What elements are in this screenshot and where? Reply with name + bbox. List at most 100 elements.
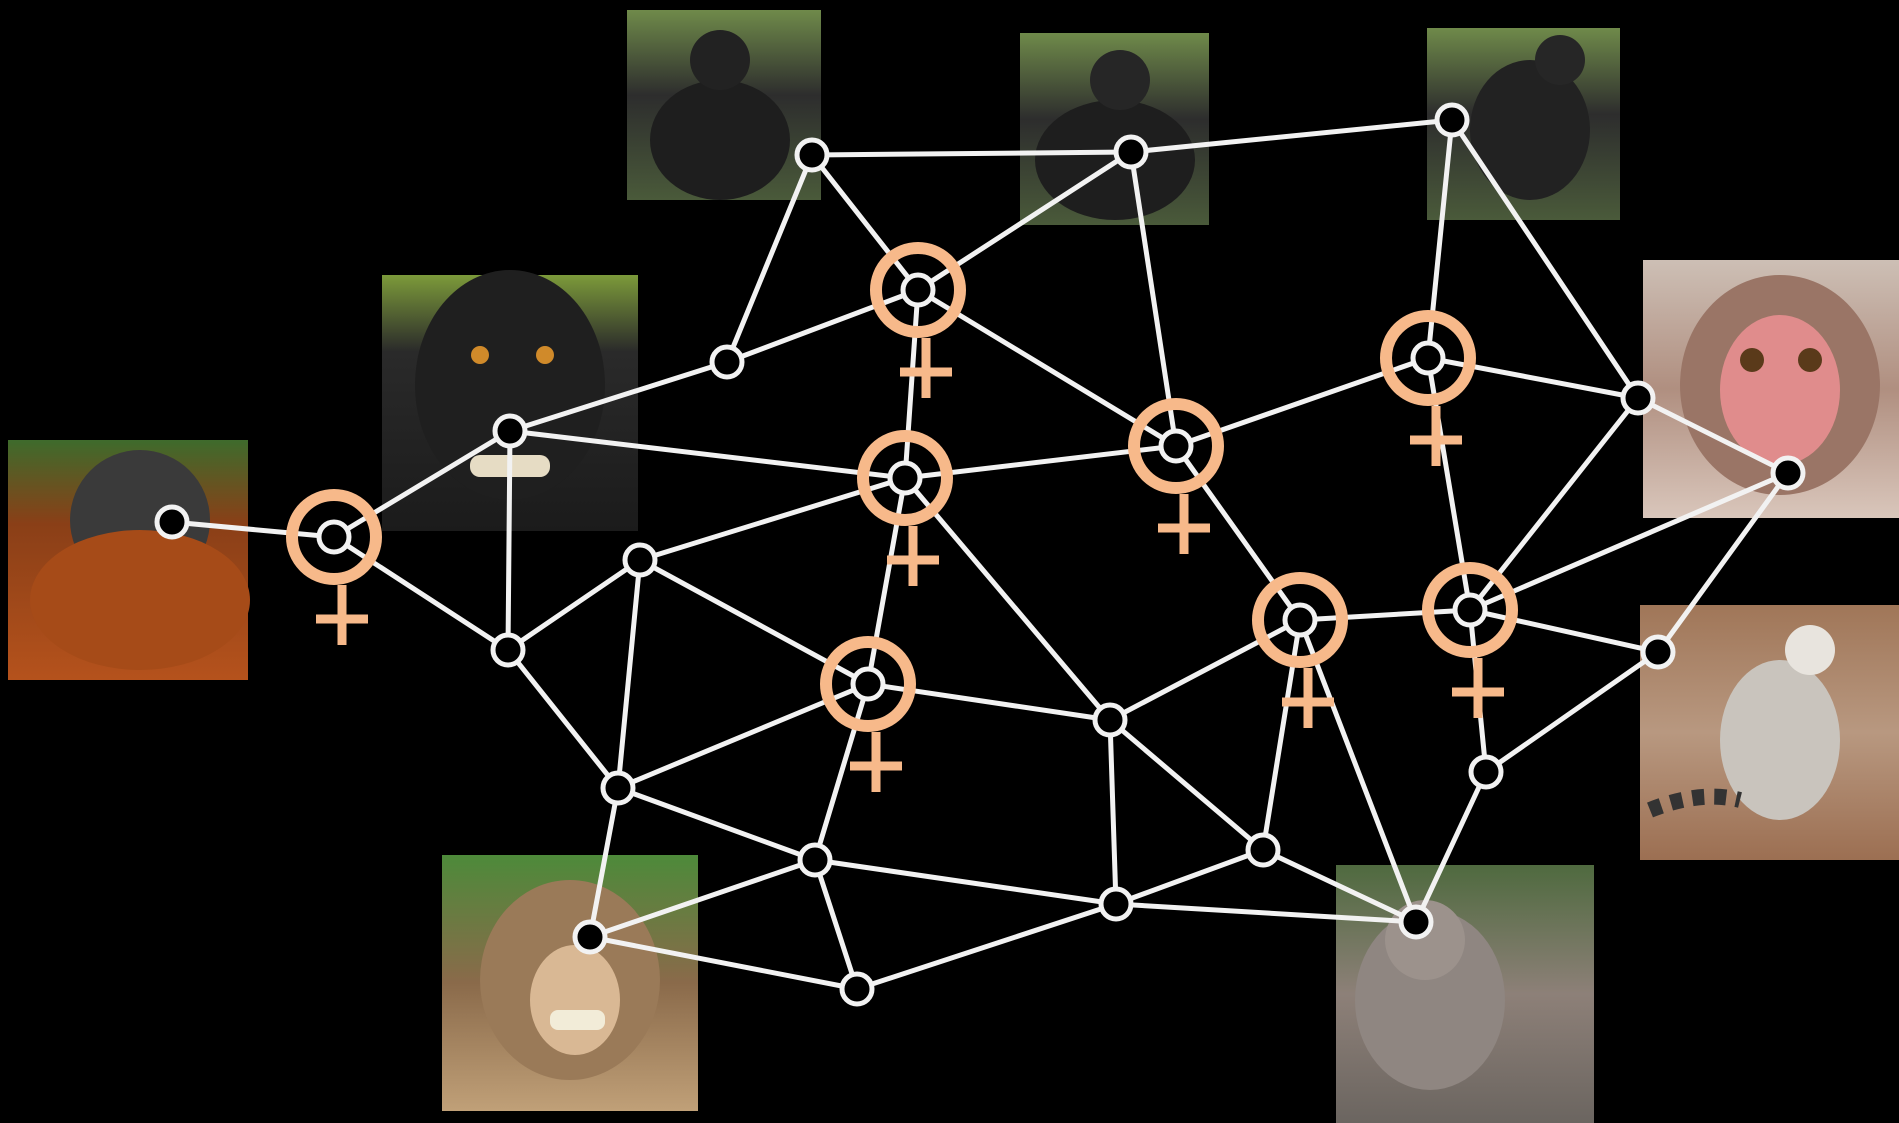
long-tailed-macaque-photo	[442, 855, 698, 1111]
female-node	[1252, 572, 1348, 728]
network-node	[850, 666, 886, 702]
network-node	[1620, 380, 1656, 416]
network-node	[490, 632, 526, 668]
edge	[1128, 117, 1455, 155]
edge	[1107, 717, 1266, 853]
edge	[1635, 395, 1791, 476]
orangutan-photo	[8, 440, 250, 680]
edge	[507, 428, 908, 481]
network-node	[492, 413, 528, 449]
edge	[812, 857, 1119, 907]
venus-symbol-icon	[1252, 572, 1348, 668]
venus-cross-icon	[1452, 658, 1504, 718]
network-node	[839, 971, 875, 1007]
network-node	[1092, 702, 1128, 738]
venus-cross-icon	[316, 585, 368, 645]
network-node	[797, 842, 833, 878]
venus-symbol-icon	[286, 489, 382, 585]
network-node	[1640, 634, 1676, 670]
edge	[1297, 617, 1419, 925]
network-node	[1113, 134, 1149, 170]
network-node	[1434, 102, 1470, 138]
network-node	[1452, 592, 1488, 628]
edge	[331, 428, 513, 540]
network-node	[1245, 832, 1281, 868]
female-node	[1380, 310, 1476, 466]
network-node	[887, 460, 923, 496]
edge	[902, 287, 921, 481]
edge	[1467, 470, 1791, 613]
edge	[812, 857, 860, 992]
network-node	[1770, 455, 1806, 491]
edge	[809, 149, 1134, 158]
edge	[615, 557, 643, 791]
edge	[505, 428, 513, 653]
venus-symbol-icon	[1128, 398, 1224, 494]
venus-symbol-icon	[1422, 562, 1518, 658]
female-node	[1128, 398, 1224, 554]
rhesus-macaque-photo	[1643, 260, 1899, 518]
network-node	[709, 344, 745, 380]
network-node	[600, 770, 636, 806]
network-node	[1282, 602, 1318, 638]
edge	[865, 475, 908, 687]
network-node	[1410, 340, 1446, 376]
edge	[809, 152, 921, 293]
female-node	[857, 430, 953, 586]
edge	[724, 152, 815, 365]
node-layer	[154, 102, 1806, 1007]
edge	[1483, 649, 1661, 775]
network-node	[622, 542, 658, 578]
edge	[1425, 355, 1641, 401]
edge	[1173, 443, 1303, 623]
edge-layer	[169, 117, 1791, 992]
ring-tailed-lemur-photo	[1640, 605, 1899, 860]
edge	[587, 934, 860, 992]
photo-layer	[8, 10, 1899, 1123]
network-node	[1098, 886, 1134, 922]
venus-cross-icon	[1282, 668, 1334, 728]
edge	[1107, 617, 1303, 723]
edge	[1467, 607, 1661, 655]
edge	[587, 857, 818, 940]
edge	[587, 785, 621, 940]
edge	[1128, 149, 1179, 449]
edge	[169, 519, 337, 540]
venus-cross-icon	[850, 732, 902, 792]
edge	[1113, 901, 1419, 925]
network-node	[572, 919, 608, 955]
edge	[812, 681, 871, 863]
network-node	[1398, 904, 1434, 940]
edge	[1260, 847, 1419, 925]
edge	[902, 475, 1113, 723]
venus-cross-icon	[900, 338, 952, 398]
edge	[505, 557, 643, 653]
edge	[1413, 769, 1489, 925]
edge	[505, 647, 621, 791]
network-node	[794, 137, 830, 173]
female-node	[286, 489, 382, 645]
edge	[1113, 847, 1266, 907]
edge	[507, 359, 730, 434]
network-node	[1468, 754, 1504, 790]
gorilla-photo	[1020, 33, 1209, 225]
female-node	[1422, 562, 1518, 718]
edge	[1107, 717, 1119, 907]
edge	[615, 785, 818, 863]
edge	[915, 287, 1179, 449]
female-node	[870, 242, 966, 398]
venus-symbol-icon	[870, 242, 966, 338]
edge	[331, 534, 511, 653]
edge	[854, 901, 1119, 992]
venus-symbol-icon	[820, 636, 916, 732]
edge	[724, 287, 921, 365]
venus-symbol-icon	[1380, 310, 1476, 406]
venus-symbol-icon	[857, 430, 953, 526]
gorilla-photo	[627, 10, 821, 200]
network-node	[316, 519, 352, 555]
gorilla-photo	[1427, 28, 1620, 220]
female-node	[820, 636, 916, 792]
venus-cross-icon	[1158, 494, 1210, 554]
edge	[1655, 470, 1791, 655]
